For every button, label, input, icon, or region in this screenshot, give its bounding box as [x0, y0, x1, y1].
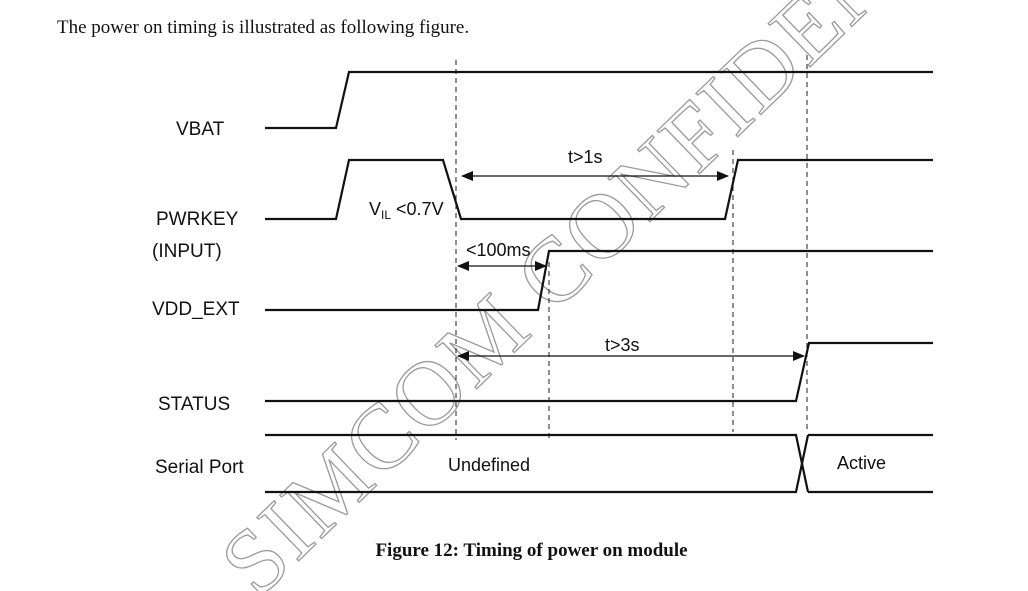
vbat-label: VBAT — [176, 119, 225, 140]
status-waveform — [265, 341, 933, 403]
t-3s-label: t>3s — [605, 335, 640, 355]
vil-suffix: <0.7V — [391, 199, 444, 219]
serial-port-label: Serial Port — [155, 457, 244, 478]
intro-text: The power on timing is illustrated as fo… — [57, 17, 470, 38]
pwrkey-waveform — [265, 158, 933, 221]
vil-annotation: VIL <0.7V — [369, 199, 444, 222]
vdd-ext-label: VDD_EXT — [152, 299, 240, 320]
vdd-ext-waveform — [265, 249, 933, 312]
pwrkey-label: PWRKEY — [156, 209, 239, 230]
watermark: SIMCOM CONFIDENTIAL FILE — [201, 0, 1028, 591]
vil-subscript: IL — [381, 208, 391, 222]
vbat-waveform — [265, 70, 933, 130]
figure-caption: Figure 12: Timing of power on module — [375, 540, 688, 561]
status-label: STATUS — [158, 394, 230, 415]
active-label: Active — [837, 453, 886, 473]
t-1s-label: t>1s — [568, 147, 603, 167]
t-100ms-label: <100ms — [466, 240, 531, 260]
serial-port-bus-top-undefined — [265, 433, 810, 493]
serial-port-bus-bottom-undefined — [265, 434, 810, 494]
vil-prefix: V — [369, 199, 381, 219]
pwrkey-input-label: (INPUT) — [152, 241, 222, 262]
undefined-label: Undefined — [448, 455, 530, 475]
